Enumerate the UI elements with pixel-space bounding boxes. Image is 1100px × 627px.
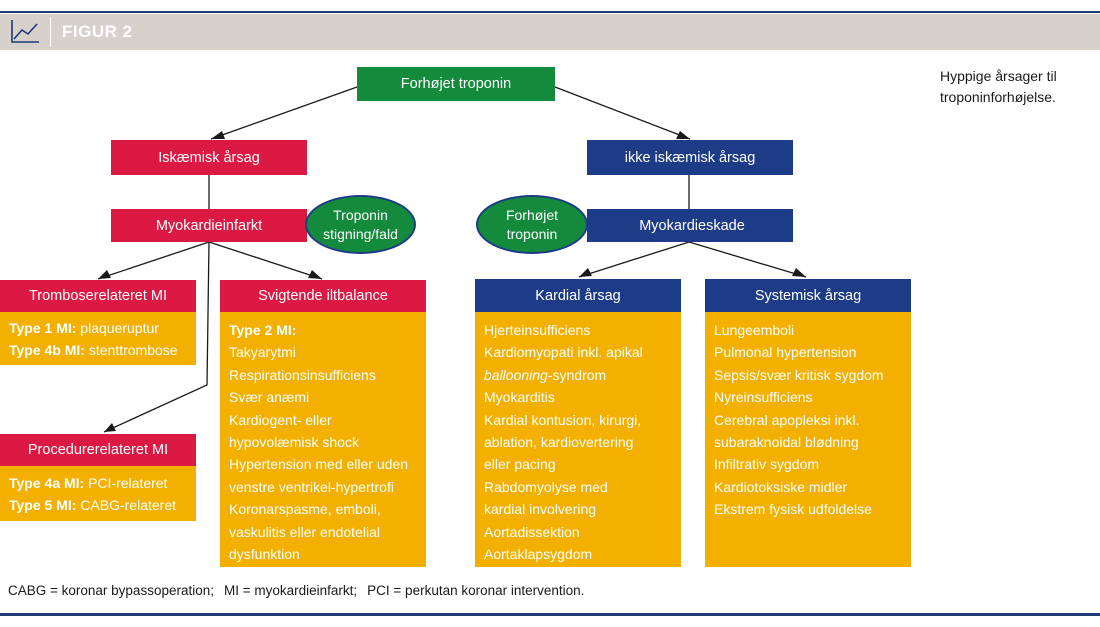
cardiac-cause-panel: Hjerteinsufficiens Kardiomyopati inkl. a… [475,312,681,567]
figure-title: FIGUR 2 [62,22,133,41]
panel-line: Nyreinsufficiens [714,389,813,406]
panel-line: Kardiogent- eller [229,411,332,428]
panel-line: Aortaklapsygdom [484,546,593,563]
panel-line: Type 4b MI: stenttrombose [9,339,187,361]
panel-line: Cerebral apopleksi inkl. [714,411,860,428]
procedure-mi-panel: Type 4a MI: PCI-relateret Type 5 MI: CAB… [0,466,196,521]
figure-caption: Hyppige årsager til troponinforhøjelse. [940,68,1057,105]
cardiac-cause-title: Kardial årsag [535,287,621,304]
panel-line: Pulmonal hypertension [714,344,857,361]
line-text: plaqueruptur [76,320,159,336]
panel-line: Svær anæmi [229,389,310,406]
myocardial-damage-node: Myokardieskade [587,209,793,242]
oval-line: Troponin [333,206,388,223]
myocardial-infarction-label: Myokardieinfarkt [155,217,263,234]
oval-line: troponin [506,225,558,242]
ischemic-cause-node: Iskæmisk årsag [111,140,307,175]
panel-line: Myokarditis [484,389,555,406]
footnote-item: CABG = koronar bypassoperation; [8,583,214,598]
type-label: Type 4b MI: [9,342,85,359]
panel-line: subaraknoidal blødning [714,434,859,451]
top-rule [0,11,1100,13]
panel-line: vaskulitis eller endotelial [229,523,380,540]
panel-line: Infiltrativ sygdom [714,456,820,473]
panel-line: ablation, kardiovertering [484,434,634,451]
panel-line: Koronarspasme, emboli, [229,501,381,518]
nonischemic-cause-label: ikke iskæmisk årsag [624,149,756,166]
procedure-mi-title: Procedurerelateret MI [27,442,169,458]
myocardial-damage-label: Myokardieskade [639,217,745,234]
root-node: Forhøjet troponin [357,67,555,101]
ischemic-cause-label: Iskæmisk årsag [158,149,260,166]
systemic-cause-panel: Lungeemboli Pulmonal hypertension Sepsis… [705,312,911,567]
panel-line: Rabdomyolyse med [484,478,608,495]
abbreviation-footnote: CABG = koronar bypassoperation; MI = myok… [8,583,584,598]
bottom-rule [0,613,1100,616]
procedure-mi-header: Procedurerelateret MI [0,434,196,466]
oxygen-imbalance-panel: Type 2 MI: Takyarytmi Respirationsinsuff… [220,312,426,567]
panel-line: Ekstrem fysisk udfoldelse [714,501,872,518]
panel-line: Kardiomyopati inkl. apikal [484,344,643,361]
figure-header: FIGUR 2 [0,14,1100,50]
panel-line: Kardial kontusion, kirurgi, [484,411,642,428]
nonischemic-cause-node: ikke iskæmisk årsag [587,140,793,175]
type-label: Type 4a MI: [9,475,85,491]
panel-line: ballooning-syndrom [484,364,672,386]
oxygen-imbalance-header: Svigtende iltbalance [220,280,426,312]
panel-line: Type 5 MI: CABG-relateret [9,494,187,516]
line-chart-icon [11,20,39,43]
line-text: stenttrombose [84,342,178,359]
panel-line: Type 2 MI: [229,319,417,341]
panel-line: Hjerteinsufficiens [484,322,591,338]
panel-line: venstre ventrikel-hypertrofi [229,478,394,495]
type-label: Type 1 MI: [9,320,77,336]
panel-line: kardial involvering [484,501,597,518]
panel-line: Respirationsinsufficiens [229,366,376,383]
panel-line: Type 1 MI: plaqueruptur [9,317,187,339]
type-label: Type 5 MI: [9,497,77,514]
cardiac-cause-header: Kardial årsag [475,279,681,312]
oxygen-imbalance-title: Svigtende iltbalance [258,288,388,304]
line-text: CABG-relateret [76,497,177,514]
panel-line: Kardiotoksiske midler [714,478,848,495]
panel-line: Type 4a MI: PCI-relateret [9,472,187,494]
italic-term: ballooning [484,366,548,383]
panel-line: Sepsis/svær kritisk sygdom [714,366,884,383]
footnote-item: PCI = perkutan koronar intervention. [367,583,585,598]
panel-line: Takyarytmi [229,344,296,361]
thrombosis-mi-title: Tromboserelateret MI [28,288,168,304]
myocardial-infarction-node: Myokardieinfarkt [111,209,307,242]
header-separator [50,17,51,47]
panel-line: Lungeemboli [714,322,795,338]
panel-line: eller pacing [484,456,556,473]
panel-line: dysfunktion [229,546,300,563]
elevated-troponin-oval: Forhøjet troponin [476,195,588,254]
root-label: Forhøjet troponin [400,76,512,92]
systemic-cause-title: Systemisk årsag [754,287,862,304]
systemic-cause-header: Systemisk årsag [705,279,911,312]
oval-line: Forhøjet [505,206,559,223]
thrombosis-mi-panel: Type 1 MI: plaqueruptur Type 4b MI: sten… [0,312,196,365]
panel-line: Aortadissektion [484,523,580,540]
oval-line: stigning/fald [323,225,398,242]
footnote-item: MI = myokardieinfarkt; [224,583,358,598]
panel-line: Hypertension med eller uden [229,456,408,473]
troponin-rise-fall-oval: Troponin stigning/fald [305,195,416,254]
thrombosis-mi-header: Tromboserelateret MI [0,280,196,312]
panel-line: hypovolæmisk shock [229,434,359,451]
line-text: PCI-relateret [84,475,168,491]
type-label: Type 2 MI: [229,322,297,338]
line-text: -syndrom [547,366,607,383]
